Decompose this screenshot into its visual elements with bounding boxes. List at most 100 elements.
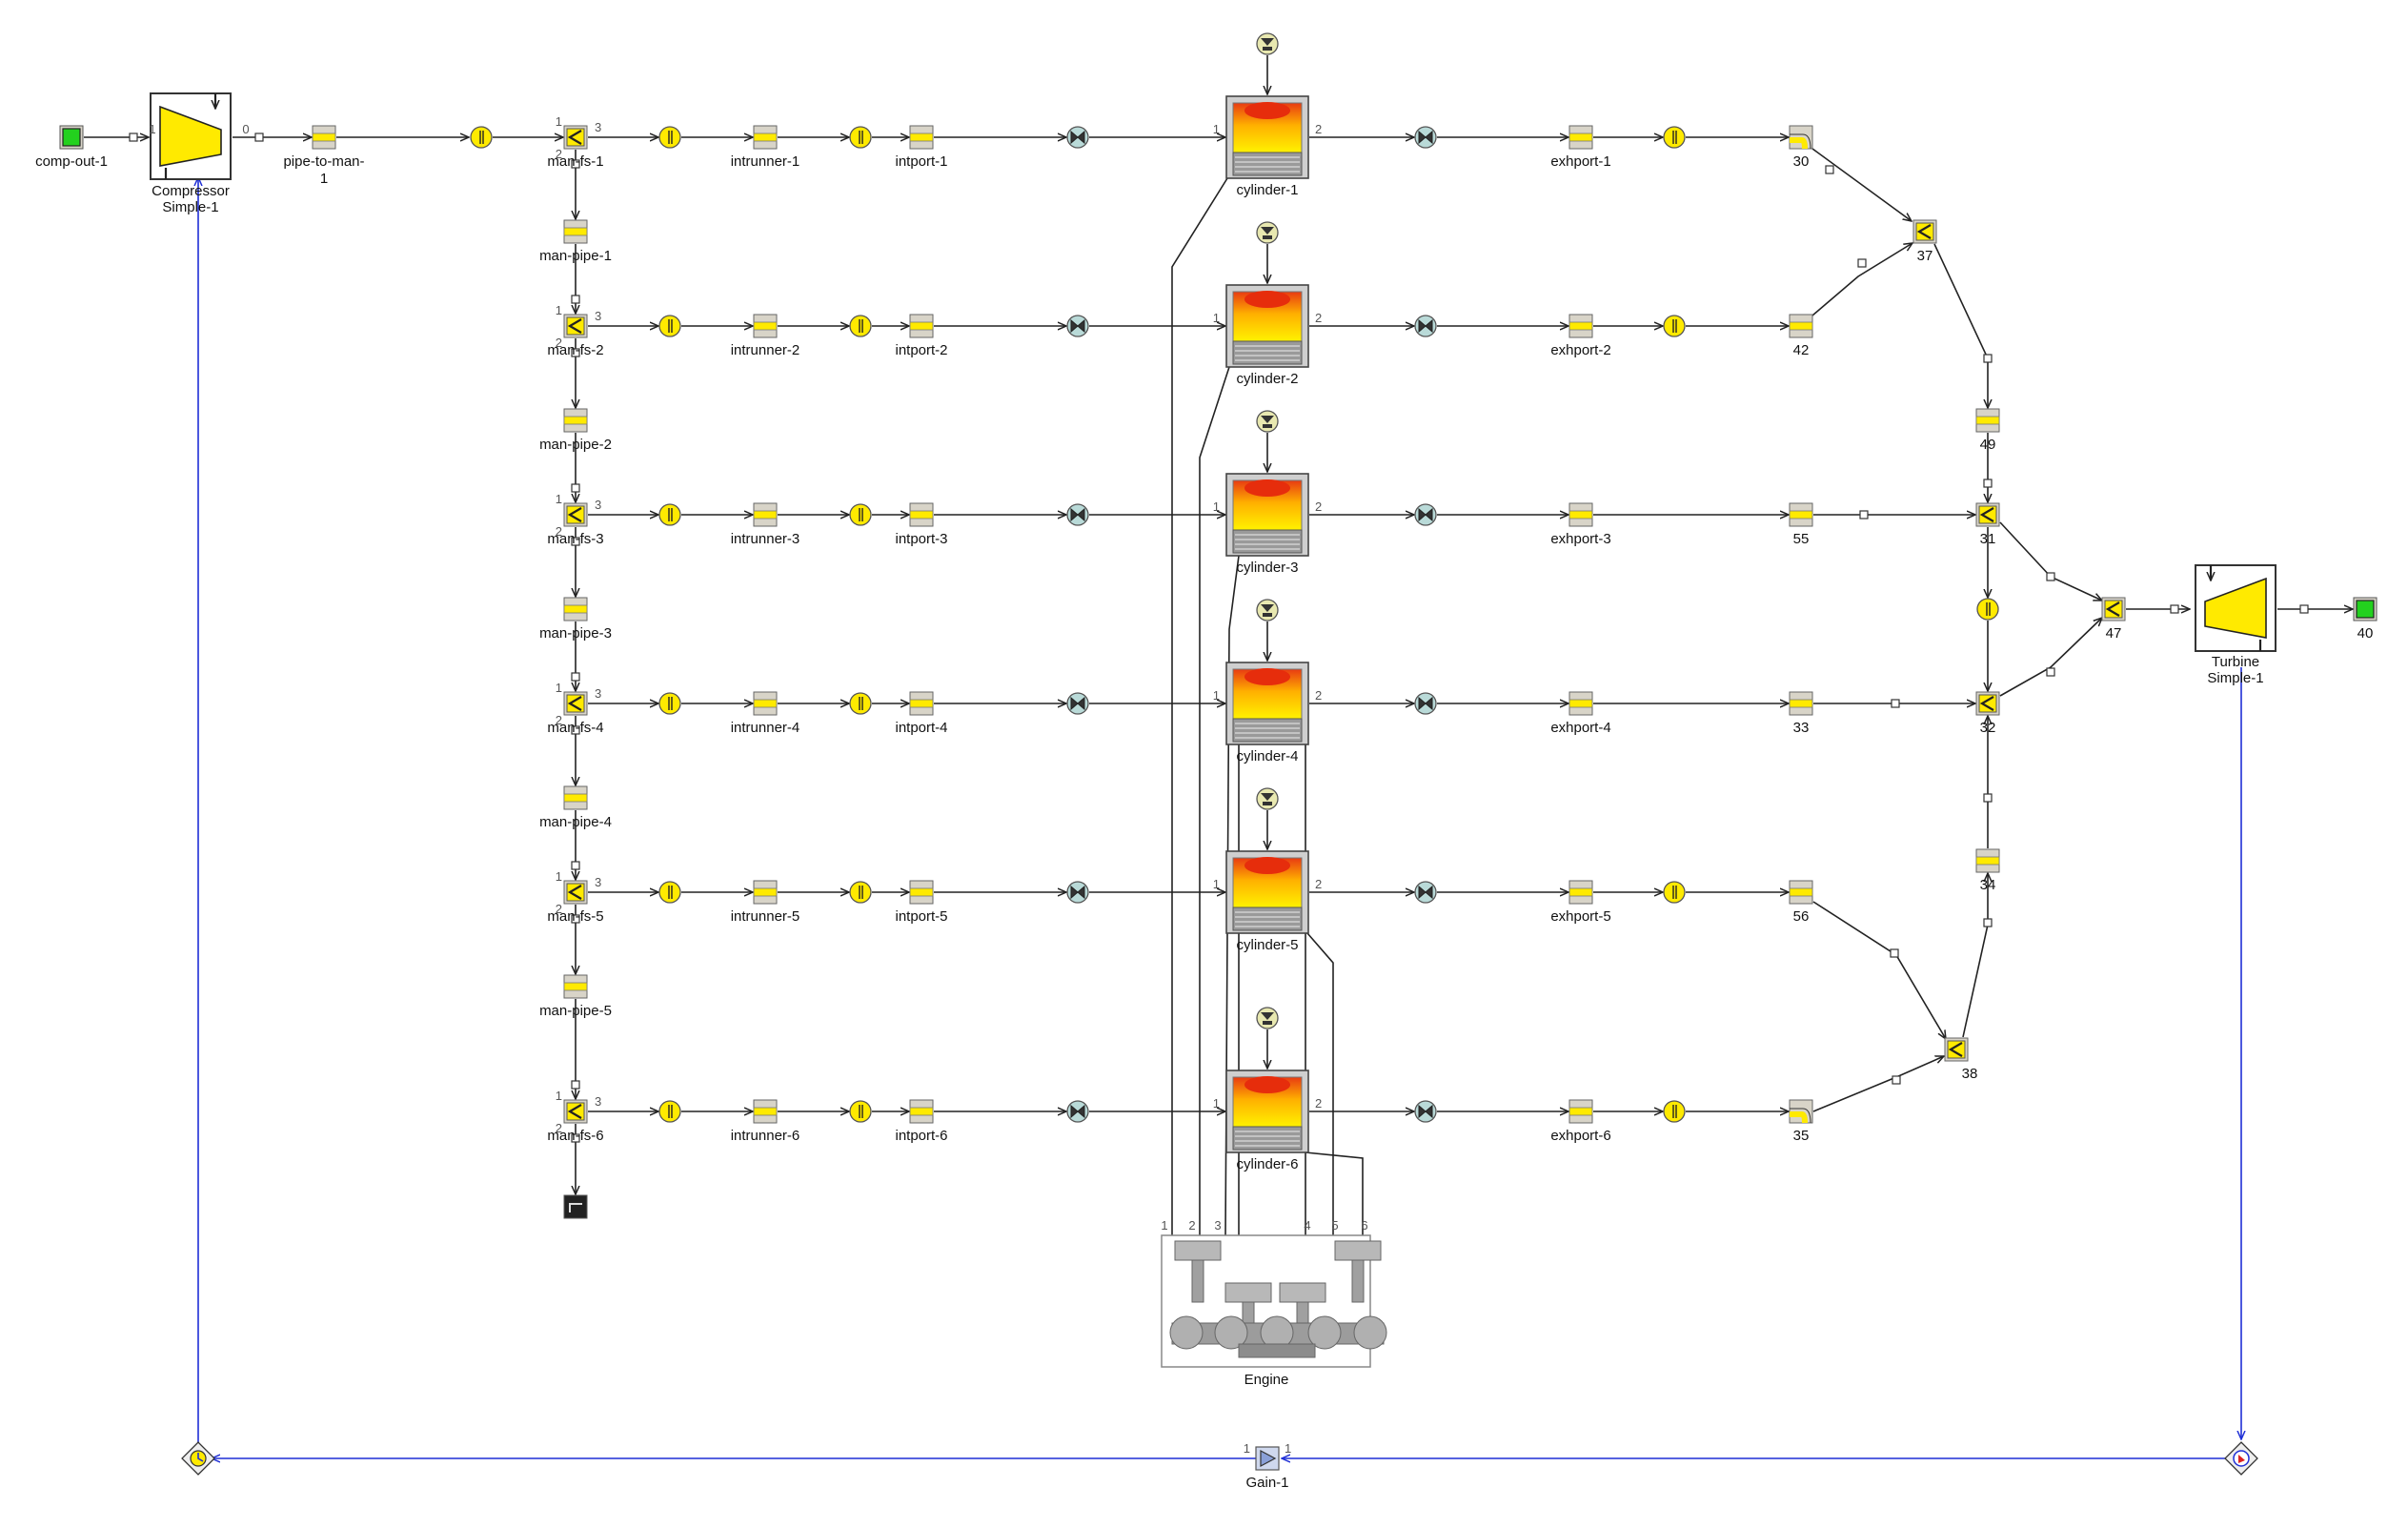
pipe-to-man[interactable] — [312, 125, 336, 150]
manifold-pipe-2[interactable] — [563, 408, 588, 433]
fuel-injector-5[interactable] — [1256, 787, 1279, 810]
exhaust-flowsplit-31[interactable] — [1975, 502, 2000, 527]
orifice-pipe-to-man[interactable] — [470, 126, 493, 149]
exhaust-orifice-5[interactable] — [1663, 881, 1686, 904]
exhaust-port-2[interactable] — [1568, 314, 1593, 338]
exhaust-orifice-6[interactable] — [1663, 1100, 1686, 1123]
cylinder-3[interactable] — [1225, 473, 1309, 557]
exhaust-orifice-2[interactable] — [1663, 315, 1686, 337]
exhaust-pipe-55[interactable] — [1789, 502, 1813, 527]
exhaust-orifice-1[interactable] — [1663, 126, 1686, 149]
intake-runner-4[interactable] — [753, 691, 778, 716]
manifold-flowsplit-1[interactable] — [563, 125, 588, 150]
compressor[interactable] — [150, 92, 232, 180]
runner-orifice-b-5[interactable] — [849, 881, 872, 904]
intake-valve-2[interactable] — [1066, 315, 1089, 337]
cylinder-4[interactable] — [1225, 662, 1309, 745]
connection-wire[interactable] — [1305, 1151, 1364, 1235]
fuel-injector-6[interactable] — [1256, 1007, 1279, 1029]
connection-wire[interactable] — [1306, 932, 1334, 1235]
exhaust-port-5[interactable] — [1568, 880, 1593, 905]
exhaust-pipe-56[interactable] — [1789, 880, 1813, 905]
exhaust-port-1[interactable] — [1568, 125, 1593, 150]
intake-port-4[interactable] — [909, 691, 934, 716]
fuel-injector-3[interactable] — [1256, 410, 1279, 433]
manifold-end-cap[interactable] — [563, 1194, 588, 1219]
manifold-flowsplit-2[interactable] — [563, 314, 588, 338]
exhaust-valve-2[interactable] — [1414, 315, 1437, 337]
manifold-pipe-5[interactable] — [563, 974, 588, 999]
runner-orifice-a-5[interactable] — [658, 881, 681, 904]
exhaust-orifice-collector[interactable] — [1976, 598, 1999, 621]
manifold-flowsplit-5[interactable] — [563, 880, 588, 905]
cylinder-6[interactable] — [1225, 1070, 1309, 1153]
exhaust-pipe-42[interactable] — [1789, 314, 1813, 338]
exhaust-valve-6[interactable] — [1414, 1100, 1437, 1123]
intake-runner-6[interactable] — [753, 1099, 778, 1124]
runner-orifice-a-2[interactable] — [658, 315, 681, 337]
intake-port-1[interactable] — [909, 125, 934, 150]
connection-wire[interactable] — [1199, 366, 1230, 1235]
exhaust-port-3[interactable] — [1568, 502, 1593, 527]
connection-wire[interactable] — [1811, 243, 1912, 316]
intake-valve-6[interactable] — [1066, 1100, 1089, 1123]
cylinder-5[interactable] — [1225, 850, 1309, 934]
intake-port-3[interactable] — [909, 502, 934, 527]
intake-port-2[interactable] — [909, 314, 934, 338]
runner-orifice-a-4[interactable] — [658, 692, 681, 715]
exhaust-flowsplit-32[interactable] — [1975, 691, 2000, 716]
fuel-injector-1[interactable] — [1256, 32, 1279, 55]
manifold-flowsplit-3[interactable] — [563, 502, 588, 527]
exhaust-port-6[interactable] — [1568, 1099, 1593, 1124]
connection-wire[interactable] — [1811, 148, 1912, 221]
engine-crank-train[interactable] — [1161, 1234, 1387, 1368]
connection-wire[interactable] — [1933, 243, 1988, 408]
cylinder-2[interactable] — [1225, 284, 1309, 368]
exhaust-valve-1[interactable] — [1414, 126, 1437, 149]
gain-block[interactable] — [1255, 1446, 1280, 1471]
manifold-pipe-1[interactable] — [563, 219, 588, 244]
intake-runner-2[interactable] — [753, 314, 778, 338]
exhaust-pipe-49[interactable] — [1975, 408, 2000, 433]
intake-runner-3[interactable] — [753, 502, 778, 527]
runner-orifice-b-2[interactable] — [849, 315, 872, 337]
runner-orifice-b-1[interactable] — [849, 126, 872, 149]
connection-wire[interactable] — [1224, 555, 1240, 1236]
manifold-flowsplit-4[interactable] — [563, 691, 588, 716]
compressor-speed-actuator[interactable] — [181, 1441, 215, 1476]
connection-wire[interactable] — [1999, 521, 2102, 601]
connection-wire[interactable] — [1999, 618, 2102, 697]
exhaust-flowsplit-47[interactable] — [2101, 597, 2126, 621]
turbine-speed-sensor[interactable] — [2224, 1441, 2258, 1476]
turbine[interactable] — [2195, 564, 2276, 652]
manifold-pipe-3[interactable] — [563, 597, 588, 621]
exhaust-pipe-35[interactable] — [1789, 1099, 1813, 1124]
intake-port-6[interactable] — [909, 1099, 934, 1124]
exhaust-valve-5[interactable] — [1414, 881, 1437, 904]
runner-orifice-a-3[interactable] — [658, 503, 681, 526]
outlet-env-40[interactable] — [2353, 597, 2378, 621]
comp-out-env[interactable] — [59, 125, 84, 150]
connection-wire[interactable] — [1962, 873, 1988, 1038]
exhaust-pipe-33[interactable] — [1789, 691, 1813, 716]
manifold-pipe-4[interactable] — [563, 785, 588, 810]
fuel-injector-4[interactable] — [1256, 599, 1279, 621]
intake-valve-5[interactable] — [1066, 881, 1089, 904]
intake-valve-3[interactable] — [1066, 503, 1089, 526]
connection-wire[interactable] — [1812, 901, 1946, 1039]
runner-orifice-b-3[interactable] — [849, 503, 872, 526]
exhaust-flowsplit-37[interactable] — [1912, 219, 1937, 244]
runner-orifice-a-1[interactable] — [658, 126, 681, 149]
runner-orifice-b-4[interactable] — [849, 692, 872, 715]
fuel-injector-2[interactable] — [1256, 221, 1279, 244]
intake-valve-4[interactable] — [1066, 692, 1089, 715]
connection-wire[interactable] — [1171, 177, 1228, 1235]
intake-valve-1[interactable] — [1066, 126, 1089, 149]
intake-runner-1[interactable] — [753, 125, 778, 150]
exhaust-port-4[interactable] — [1568, 691, 1593, 716]
cylinder-1[interactable] — [1225, 95, 1309, 179]
runner-orifice-b-6[interactable] — [849, 1100, 872, 1123]
runner-orifice-a-6[interactable] — [658, 1100, 681, 1123]
intake-port-5[interactable] — [909, 880, 934, 905]
exhaust-valve-3[interactable] — [1414, 503, 1437, 526]
